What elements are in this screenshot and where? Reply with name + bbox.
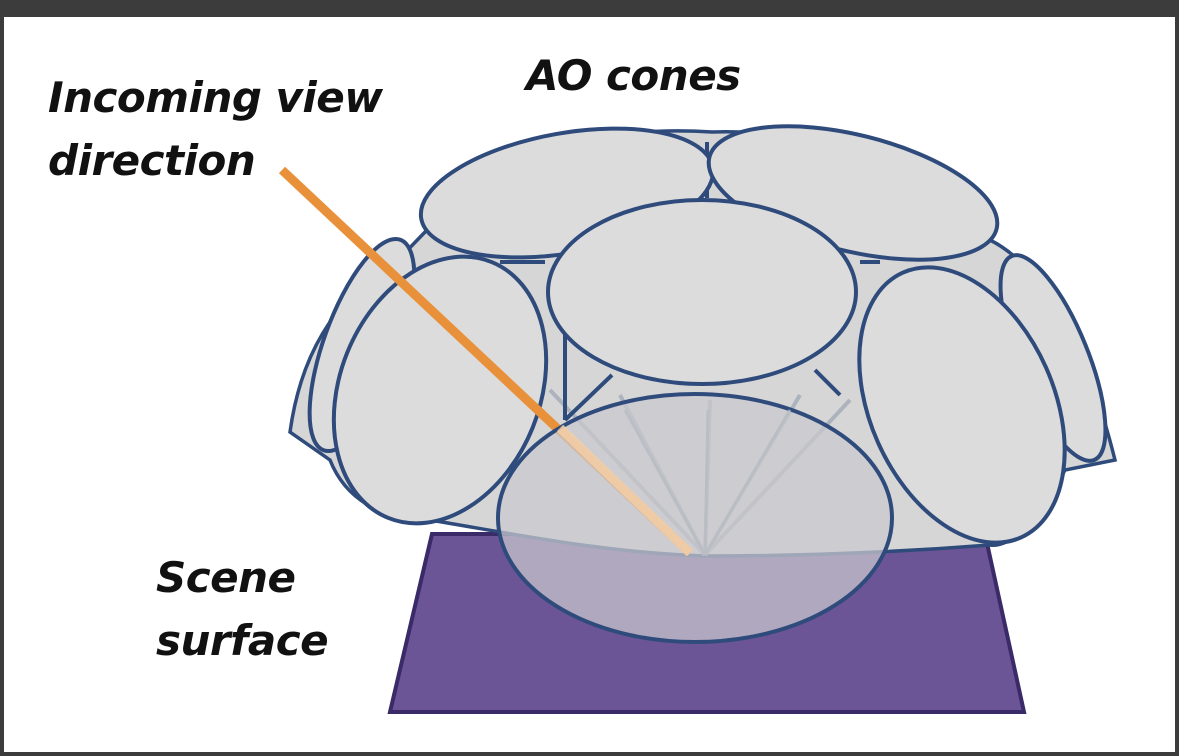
window-left-border [0, 0, 4, 756]
ao-cone-right [857, 265, 1067, 545]
view-direction-label: Incoming view direction [48, 66, 383, 192]
window-top-bar [0, 0, 1179, 17]
window-bottom-border [0, 752, 1179, 756]
view-direction-label-line-2: direction [48, 136, 256, 185]
ao-cone-top-center [546, 198, 858, 386]
window-right-border [1175, 0, 1179, 756]
scene-surface-label-line-1: Scene [156, 553, 296, 602]
cone-axes-occluded [623, 409, 792, 556]
ao-cones-label: AO cones [526, 51, 741, 100]
view-direction-arrow-occluded [556, 424, 694, 557]
ao-cone-front [496, 392, 894, 644]
view-direction-label-line-1: Incoming view [48, 73, 383, 122]
scene-surface-label: Scene surface [156, 546, 329, 672]
ao-cone-left [331, 254, 549, 526]
scene-surface-label-line-2: surface [156, 616, 329, 665]
